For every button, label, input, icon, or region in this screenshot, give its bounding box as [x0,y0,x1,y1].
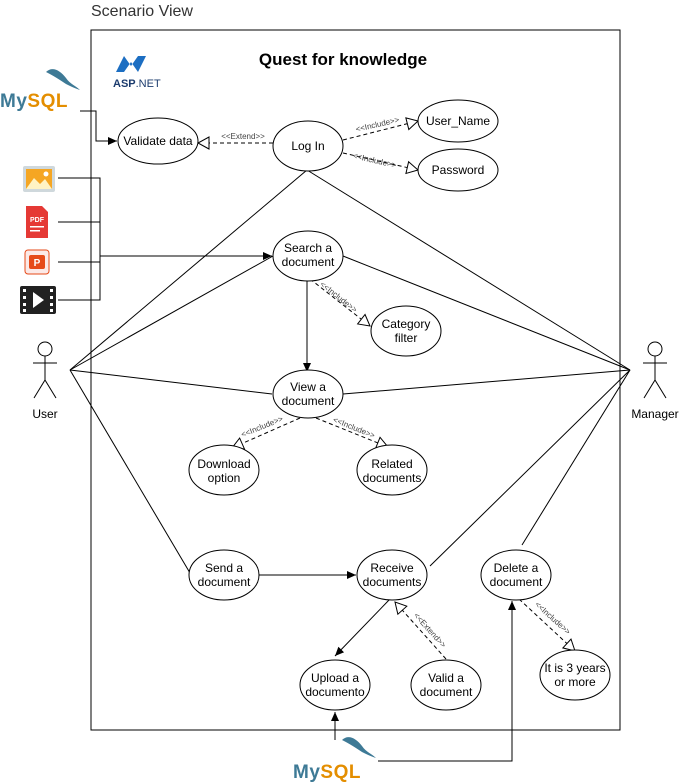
aspnet-asp: ASP [113,78,136,90]
pdf-file-icon: PDF [26,206,48,238]
usecase-upload-document [299,659,371,711]
usecase-category-filter [370,305,442,357]
dependencies [196,117,576,660]
label-valid-2: document [420,685,473,699]
label-receive-2: documents [363,575,422,589]
label-search-1: Search a [284,241,332,255]
usecase-user-name [417,99,499,143]
video-file-icon [20,286,56,314]
aspnet-mark-icon [116,56,146,72]
label-download-2: option [208,471,241,485]
mysql-logo-top: MySQL [0,69,80,112]
image-file-icon [23,166,55,192]
include-label-category: <<Include>> [318,280,359,315]
include-label-related: <<Include>> [332,415,377,440]
ppt-label: P [34,258,41,269]
include-label-delete: <<Include>> [533,600,572,637]
label-delete-2: document [490,575,543,589]
mysql-to-validate-arrow [80,110,117,145]
label-search-2: document [282,255,335,269]
usecase-three-years [539,649,611,701]
associations [69,169,631,657]
mysql-logo-bottom: MySQL [293,737,376,783]
aspnet-net: .NET [136,78,161,90]
usecase-send-document [188,549,260,601]
actor-manager-label: Manager [631,407,678,421]
mysql-sql-bottom: SQL [320,762,361,783]
include-label-password: <<Include>> [352,151,398,170]
label-related-1: Related [371,457,412,471]
label-log-in: Log In [291,139,324,153]
pdf-label: PDF [30,217,45,224]
usecase-search-document [272,230,344,282]
label-receive-1: Receive [370,561,414,575]
extend-label-login: <<Extend>> [221,132,265,141]
label-user-name: User_Name [426,114,490,128]
label-category-2: filter [395,331,418,345]
actor-user-label: User [32,407,57,421]
label-upload-2: documento [305,685,365,699]
usecase-password [417,148,499,192]
label-password: Password [432,163,485,177]
mysql-sql-top: SQL [27,91,68,112]
scenario-label: Scenario View [91,3,193,20]
dolphin-icon [46,69,80,90]
usecase-download-option [188,444,260,496]
mysql-to-delete-arrow [378,601,516,762]
label-related-2: documents [363,471,422,485]
mysql-my-top: My [0,91,27,112]
label-view-2: document [282,394,335,408]
extend-label-valid: <<Extend>> [412,611,448,650]
usecase-delete-document [480,549,552,601]
usecase-log-in [272,120,344,172]
actor-user-figure [33,341,57,399]
label-valid-1: Valid a [428,671,464,685]
usecase-view-document [272,369,344,419]
label-delete-1: Delete a [494,561,539,575]
label-validate-data: Validate data [123,134,192,148]
label-send-1: Send a [205,561,243,575]
mysql-my-bottom: My [293,762,320,783]
label-download-1: Download [197,457,250,471]
label-send-2: document [198,575,251,589]
aspnet-logo: ASP.NET [113,56,161,90]
svg-text:MySQL: MySQL [0,91,68,112]
powerpoint-file-icon: P [24,249,50,275]
label-years-1: It is 3 years [544,661,605,675]
actor-manager-figure [643,341,667,399]
svg-text:MySQL: MySQL [293,762,361,783]
include-label-download: <<Include>> [240,414,285,439]
svg-text:ASP.NET: ASP.NET [113,78,161,90]
usecase-validate-data [117,117,199,165]
label-view-1: View a [290,380,326,394]
file-connectors [58,177,272,301]
usecase-receive-documents [356,549,428,601]
usecase-related-documents [356,444,428,496]
label-years-2: or more [554,675,596,689]
system-title: Quest for knowledge [259,50,427,69]
usecase-valid-document [410,659,482,711]
label-upload-1: Upload a [311,671,359,685]
dolphin-icon [342,737,376,758]
label-category-1: Category [382,317,431,331]
